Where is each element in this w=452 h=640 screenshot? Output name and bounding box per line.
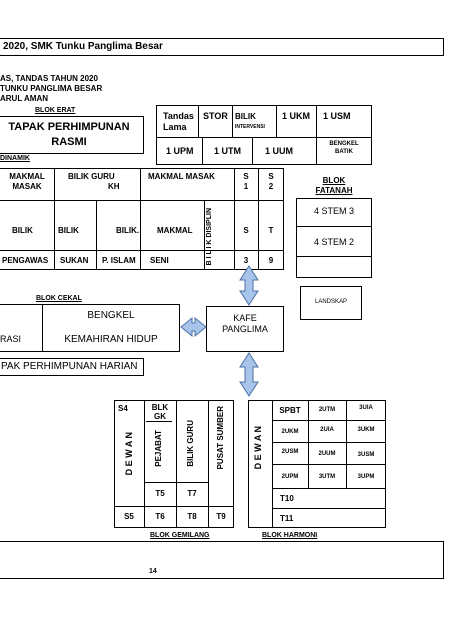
room-3uia: 3UIA bbox=[359, 405, 373, 411]
bengkel-label: BENGKEL bbox=[87, 310, 135, 321]
s2-line-1: S bbox=[268, 172, 274, 181]
double-arrow-icon bbox=[180, 316, 207, 338]
tandas-line-1: Tandas bbox=[163, 111, 194, 121]
bilik-c: BILIK. bbox=[116, 226, 140, 235]
room-1usm: 1 USM bbox=[323, 111, 351, 121]
s1-line-1: S bbox=[243, 172, 249, 181]
seni: SENI bbox=[150, 256, 169, 265]
bilik-guru: BILIK GURU bbox=[186, 420, 195, 467]
room-t8: T8 bbox=[187, 512, 197, 521]
stem-3: 4 STEM 3 bbox=[313, 206, 354, 216]
caption-line-1: AS, TANDAS TAHUN 2020 bbox=[0, 74, 98, 83]
fatanah-label-line-2: FATANAH bbox=[315, 186, 353, 195]
gemilang-label: BLOK GEMILANG bbox=[150, 532, 210, 539]
tandas-line-2: Lama bbox=[163, 122, 187, 132]
dinamik-block bbox=[0, 168, 284, 270]
bilik-gk-line-1: BLK bbox=[151, 403, 169, 412]
pusat-sumber: PUSAT SUMBER bbox=[216, 406, 225, 470]
num-9: 9 bbox=[268, 256, 274, 265]
room-t6: T6 bbox=[155, 512, 165, 521]
makmal-label: MAKMAL bbox=[157, 226, 193, 235]
room-t7: T7 bbox=[187, 489, 197, 498]
footer-bar: 14 bbox=[0, 541, 444, 579]
bilik-gk-line-2: GK bbox=[154, 412, 166, 421]
room-s4: S4 bbox=[118, 404, 128, 413]
bengkel-batik-line-2: BATIK bbox=[335, 149, 353, 155]
tapak-perhimpunan-rasmi: TAPAK PERHIMPUNAN RASMI bbox=[0, 116, 144, 154]
cekal-label: BLOK CEKAL bbox=[36, 295, 82, 302]
stor-label: STOR bbox=[203, 111, 228, 121]
caption-line-2: TUNKU PANGLIMA BESAR bbox=[0, 84, 103, 93]
bilik-b: BILIK bbox=[58, 226, 79, 235]
bengkel-batik-line-1: BENGKEL bbox=[329, 141, 359, 147]
pejabat: PEJABAT bbox=[154, 430, 163, 467]
s-letter: S bbox=[243, 226, 249, 235]
double-arrow-icon bbox=[239, 265, 259, 306]
tapak-line-2: RASMI bbox=[51, 136, 87, 148]
room-3usm: 3USM bbox=[357, 452, 375, 458]
room-1upm: 1 UPM bbox=[166, 146, 194, 156]
kemahiran-hidup-label: KEMAHIRAN HIDUP bbox=[64, 334, 158, 345]
rasi-label: RASI bbox=[0, 334, 22, 344]
makmal-masak-b: MAKMAL MASAK bbox=[148, 172, 215, 181]
sukan: SUKAN bbox=[60, 256, 89, 265]
room-2upm: 2UPM bbox=[281, 474, 299, 480]
dinamik-label: DINAMIK bbox=[0, 155, 30, 162]
stem-2: 4 STEM 2 bbox=[313, 237, 354, 247]
blok-erat-label: BLOK ERAT bbox=[35, 107, 76, 114]
bilik-a: BILIK bbox=[12, 226, 33, 235]
s1-line-2: 1 bbox=[243, 182, 249, 191]
kafe-line-2: PANGLIMA bbox=[222, 324, 268, 334]
t-letter: T bbox=[268, 226, 274, 235]
room-2utm: 2UTM bbox=[318, 407, 336, 413]
room-2uum: 2UUM bbox=[318, 451, 336, 457]
room-spbt: SPBT bbox=[279, 406, 301, 415]
room-3upm: 3UPM bbox=[357, 474, 375, 480]
landskap-label: LANDSKAP bbox=[314, 299, 347, 305]
header-title: 2020, SMK Tunku Panglima Besar bbox=[3, 41, 163, 52]
room-1ukm: 1 UKM bbox=[282, 111, 311, 121]
room-t10: T10 bbox=[280, 494, 294, 503]
kafe-line-1: KAFE bbox=[233, 313, 257, 323]
tapak-harian-label: PAK PERHIMPUNAN HARIAN bbox=[1, 361, 138, 372]
bilik-disiplin: B I L I K DISIPLIN bbox=[206, 208, 213, 266]
tapak-perhimpunan-harian: PAK PERHIMPUNAN HARIAN bbox=[0, 358, 144, 376]
room-2usm: 2USM bbox=[281, 449, 299, 455]
room-1uum: 1 UUM bbox=[265, 146, 294, 156]
double-arrow-icon bbox=[239, 352, 259, 397]
page-number: 14 bbox=[149, 568, 157, 575]
tapak-line-1: TAPAK PERHIMPUNAN bbox=[8, 121, 130, 133]
room-3utm: 3UTM bbox=[318, 474, 336, 480]
top-row-block bbox=[156, 105, 372, 165]
bilik-intervensi-line-1: BILIK bbox=[235, 112, 256, 121]
room-1utm: 1 UTM bbox=[214, 146, 241, 156]
kafe-panglima: KAFE PANGLIMA bbox=[206, 306, 284, 352]
bilik-guru-kh-line-2: KH bbox=[108, 182, 120, 191]
fatanah-block bbox=[296, 198, 372, 278]
room-t9: T9 bbox=[216, 512, 226, 521]
pengawas: PENGAWAS bbox=[2, 256, 49, 265]
dewan-harmoni: D E W A N bbox=[253, 426, 263, 470]
s2-line-2: 2 bbox=[268, 182, 274, 191]
harmoni-label: BLOK HARMONI bbox=[262, 532, 318, 539]
p-islam: P. ISLAM bbox=[102, 256, 136, 265]
room-t11: T11 bbox=[280, 514, 294, 523]
makmal-masak-a-line-1: MAKMAL bbox=[9, 172, 45, 181]
room-3ukm: 3UKM bbox=[357, 427, 375, 433]
room-2ukm: 2UKM bbox=[281, 429, 299, 435]
room-t5: T5 bbox=[155, 489, 165, 498]
bilik-guru-kh-line-1: BILIK GURU bbox=[68, 172, 115, 181]
makmal-masak-a-line-2: MASAK bbox=[12, 182, 42, 191]
caption-line-3: ARUL AMAN bbox=[0, 94, 48, 103]
cekal-block bbox=[0, 304, 180, 352]
num-3: 3 bbox=[243, 256, 249, 265]
dewan-gemilang: D E W A N bbox=[124, 432, 134, 476]
room-s5: S5 bbox=[124, 512, 134, 521]
landskap-box: LANDSKAP bbox=[300, 286, 362, 320]
bilik-intervensi-line-2: INTERVENSI bbox=[235, 124, 265, 130]
room-2uia: 2UIA bbox=[320, 427, 334, 433]
header-bar: 2020, SMK Tunku Panglima Besar bbox=[0, 38, 444, 56]
fatanah-label-line-1: BLOK bbox=[322, 176, 346, 185]
